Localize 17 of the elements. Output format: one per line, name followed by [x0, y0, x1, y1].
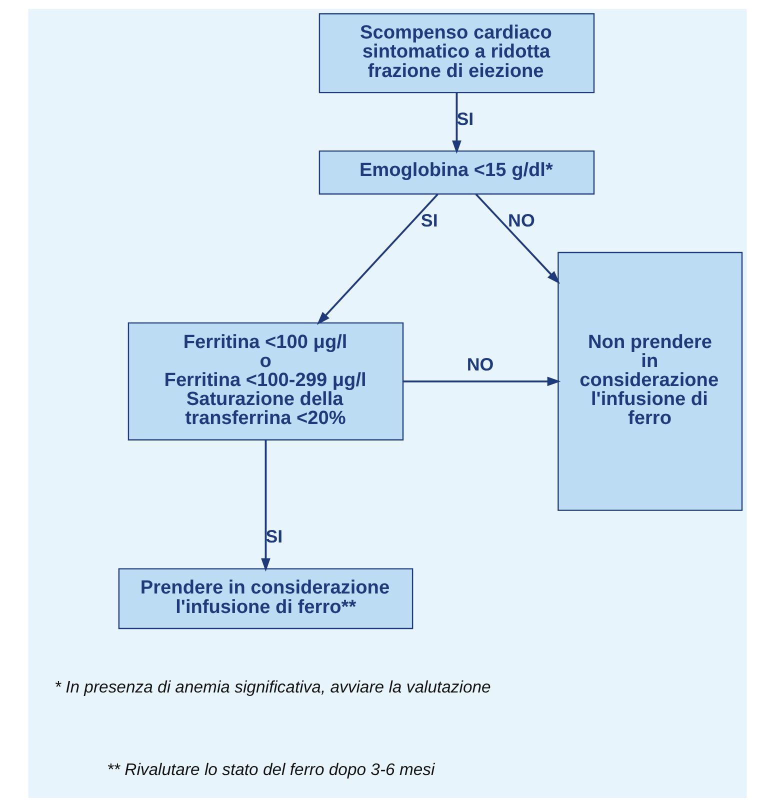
node-box: Non prendere in considerazione l'infusione di ferro	[557, 251, 742, 510]
edge-label: NO	[466, 354, 494, 374]
node-box: Scompenso cardiaco sintomatico a ridotta frazione di eiezione	[318, 12, 594, 93]
arrow	[402, 376, 560, 386]
node-box: Ferritina <100 μg/l o Ferritina <100-299 μg/l Saturazione della transferrina <20%	[127, 322, 404, 440]
edge-label: SI	[456, 108, 474, 128]
node-box: Emoglobina <15 g/dl*	[318, 150, 594, 194]
arrow	[260, 440, 270, 572]
node-box: Prendere in considerazione l'infusione di ferro**	[118, 568, 413, 629]
label: ** Rivalutare lo stato del ferro dopo 3-6 mesi	[106, 759, 434, 778]
arrow	[474, 193, 560, 284]
arrow	[316, 193, 438, 324]
arrow	[452, 92, 461, 154]
edge-label: SI	[265, 526, 282, 546]
label: * In presenza di anemia significativa, avviare la valutazione	[54, 677, 490, 696]
edge-label: SI	[420, 210, 438, 230]
edge-label: NO	[508, 210, 534, 230]
